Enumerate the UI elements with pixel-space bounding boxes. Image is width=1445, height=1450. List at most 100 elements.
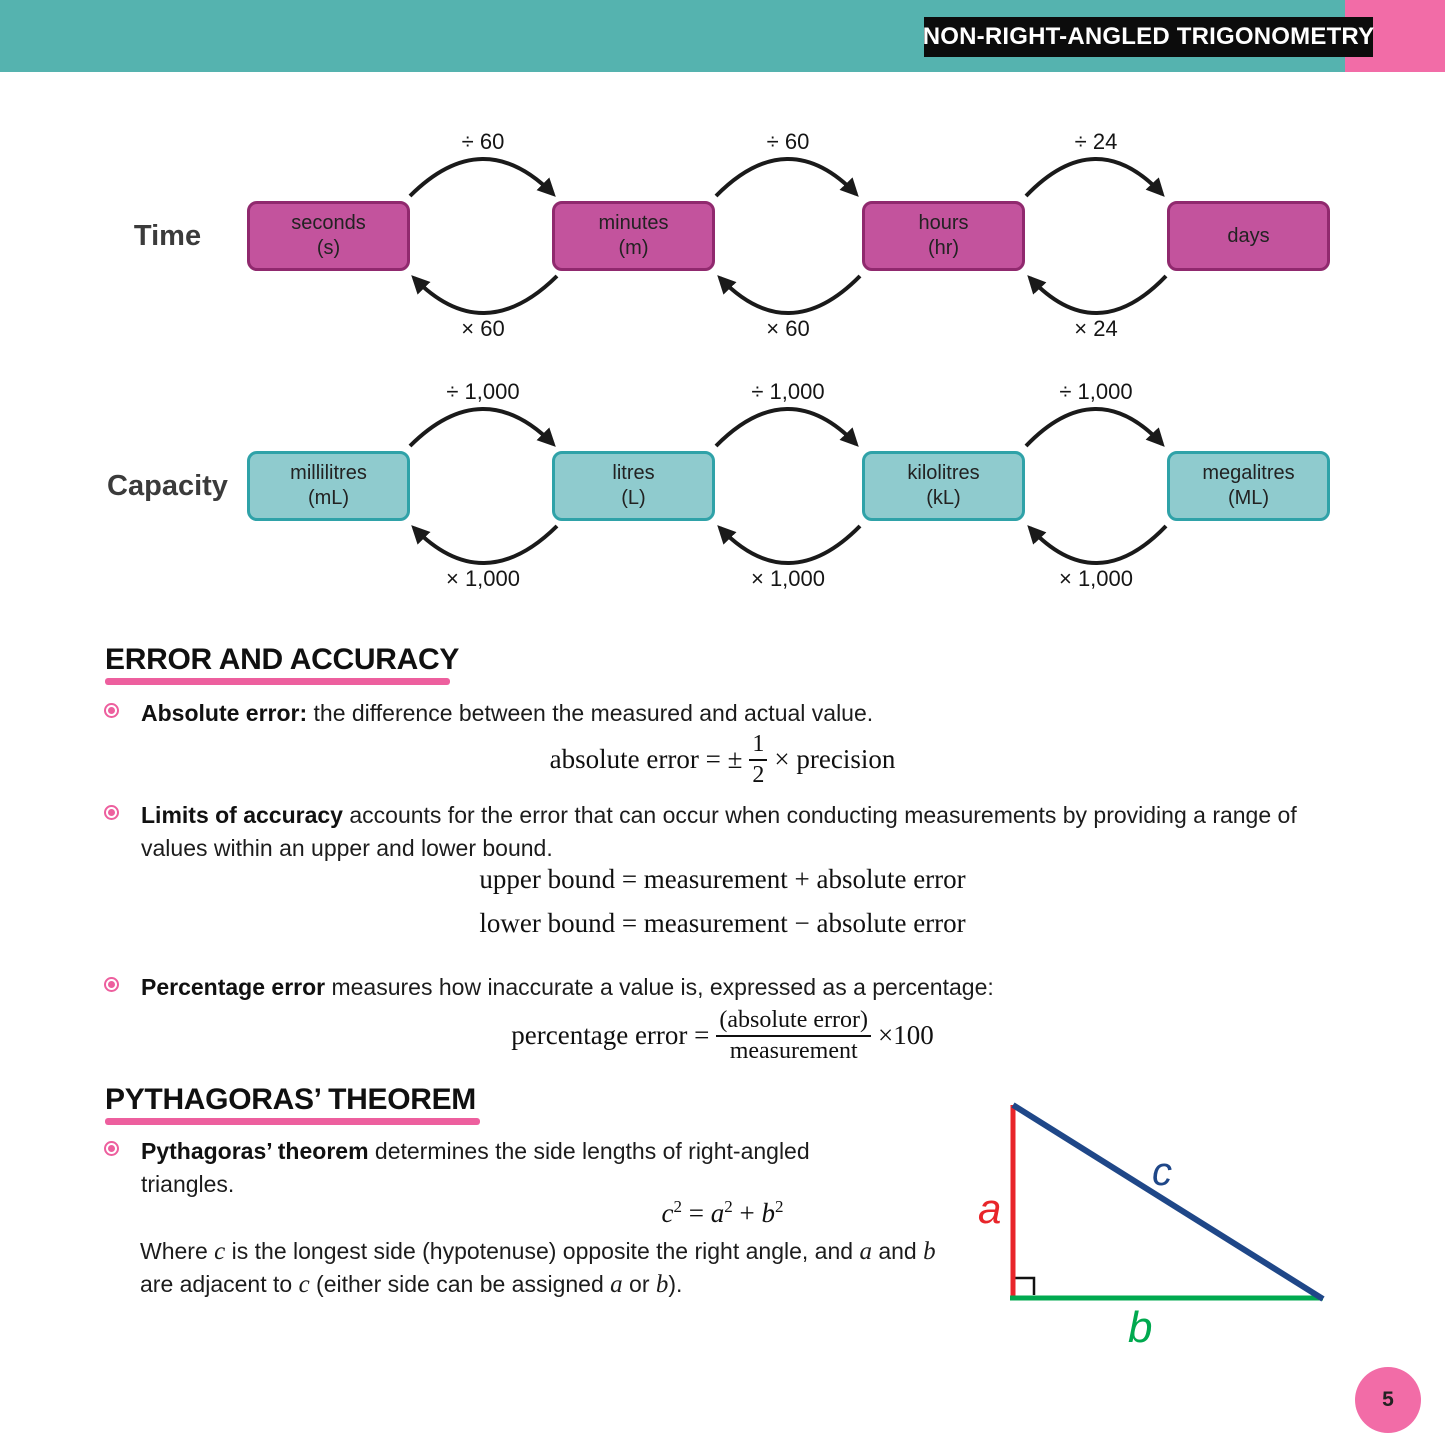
unit-box-symbol: (hr) <box>927 237 960 259</box>
text: Where <box>140 1238 215 1264</box>
bullet-pythagoras: Pythagoras’ theorem determines the side … <box>141 1135 891 1201</box>
formula-var: c <box>661 1198 674 1228</box>
fraction-numerator: 1 <box>752 731 765 757</box>
side-c-line <box>1011 1102 1325 1302</box>
math-var-c: c <box>298 1271 310 1298</box>
right-triangle-diagram <box>1010 1102 1325 1302</box>
lower-bound-formula: lower bound = measurement − absolute err… <box>479 908 966 938</box>
bullet-text: measures how inaccurate a value is, expr… <box>325 974 994 1000</box>
math-var-b: b <box>655 1271 669 1298</box>
page-number-badge: 5 <box>1355 1367 1421 1433</box>
conversion-arrows <box>408 157 1168 565</box>
divide-label: ÷ 1,000 <box>1059 379 1133 404</box>
pythagoras-formula: c2 = a2 + b2 <box>105 1197 1340 1229</box>
divide-label: ÷ 1,000 <box>751 379 825 404</box>
fraction-denominator: measurement <box>729 1037 858 1064</box>
unit-box-label: kilolitres <box>907 462 980 484</box>
unit-box-hours: hours (hr) <box>862 201 1025 271</box>
formula-exp: 2 <box>724 1197 733 1216</box>
math-var-c: c <box>214 1238 226 1265</box>
unit-box-litres: litres (L) <box>552 451 715 521</box>
divide-label: ÷ 60 <box>461 129 505 154</box>
bullet-percentage-error: Percentage error measures how inaccurate… <box>141 971 1341 1004</box>
unit-box-symbol: (kL) <box>926 487 961 509</box>
multiply-label: × 1,000 <box>445 566 520 591</box>
formula-var: a <box>710 1198 725 1228</box>
bullet-text: accounts for the error that can occur wh… <box>141 802 1297 861</box>
divide-label: ÷ 24 <box>1074 129 1118 154</box>
formula-exp: 2 <box>774 1197 784 1216</box>
unit-box-label: megalitres <box>1202 462 1295 484</box>
unit-box-label: seconds <box>291 212 366 234</box>
text: are adjacent to <box>140 1271 299 1297</box>
unit-box-symbol: (ML) <box>1227 487 1270 509</box>
heading-underline <box>105 678 450 685</box>
bullet-text: the difference between the measured and … <box>307 700 874 726</box>
math-var-b: b <box>923 1238 936 1265</box>
triangle-label-b: b <box>1128 1303 1153 1352</box>
formula-rhs: × precision <box>774 744 896 775</box>
pythagoras-explanation: Where c is the longest side (hypotenuse)… <box>140 1235 960 1301</box>
row-label-time: Time <box>133 219 202 252</box>
triangle-label-c: c <box>1152 1150 1172 1194</box>
unit-box-symbol: (m) <box>618 237 649 259</box>
bullet-limits-of-accuracy: Limits of accuracy accounts for the erro… <box>141 799 1316 865</box>
fraction: 1 2 <box>749 731 768 788</box>
bullet-icon <box>104 805 119 820</box>
unit-box-symbol: (L) <box>621 487 646 509</box>
formula-lhs: percentage error = <box>511 1020 710 1051</box>
fraction-numerator: (absolute error) <box>719 1007 868 1033</box>
unit-box-label: minutes <box>598 212 669 234</box>
bullet-lead-in: Percentage error <box>141 974 326 1000</box>
fraction-bar <box>749 759 768 761</box>
unit-box-seconds: seconds (s) <box>247 201 410 271</box>
bullet-lead-in: Limits of accuracy <box>141 802 343 828</box>
bullet-lead-in: Pythagoras’ theorem <box>141 1138 369 1164</box>
text: and <box>871 1238 924 1264</box>
math-var-a: a <box>859 1238 872 1265</box>
bullet-icon <box>104 703 119 718</box>
section-heading-error-accuracy: ERROR AND ACCURACY <box>105 643 460 676</box>
upper-bound-formula: upper bound = measurement + absolute err… <box>479 864 966 894</box>
absolute-error-formula: absolute error = ± 1 2 × precision <box>105 731 1340 788</box>
right-angle-mark <box>1015 1276 1036 1295</box>
unit-box-symbol: (s) <box>316 237 341 259</box>
row-label-capacity: Capacity <box>107 469 228 502</box>
text: (either side can be assigned <box>309 1271 611 1297</box>
unit-box-kilolitres: kilolitres (kL) <box>862 451 1025 521</box>
text: is the longest side (hypotenuse) opposit… <box>225 1238 860 1264</box>
formula-var: b <box>761 1198 775 1228</box>
unit-box-minutes: minutes (m) <box>552 201 715 271</box>
bullet-text: determines the side lengths of right-ang… <box>141 1138 810 1197</box>
page-banner: NON-RIGHT-ANGLED TRIGONOMETRY <box>922 17 1375 57</box>
section-heading-pythagoras: PYTHAGORAS’ THEOREM <box>105 1083 476 1116</box>
formula-lhs: absolute error = ± <box>549 744 743 775</box>
triangle-label-a: a <box>978 1185 1002 1232</box>
divide-label: ÷ 60 <box>766 129 810 154</box>
divide-label: ÷ 1,000 <box>446 379 520 404</box>
unit-box-label: days <box>1227 224 1270 247</box>
formula-op: = <box>688 1198 704 1228</box>
unit-box-label: litres <box>612 462 655 484</box>
formula-rhs: ×100 <box>877 1020 934 1051</box>
unit-box-megalitres: megalitres (ML) <box>1167 451 1330 521</box>
bullet-icon <box>104 977 119 992</box>
fraction-bar <box>716 1035 871 1037</box>
multiply-label: × 60 <box>461 316 505 341</box>
formula-op: + <box>739 1198 755 1228</box>
unit-box-label: hours <box>918 212 969 234</box>
fraction-denominator: 2 <box>752 761 765 788</box>
unit-box-label: millilitres <box>290 462 367 484</box>
text: or <box>622 1271 656 1297</box>
text: ). <box>668 1271 683 1297</box>
formula-exp: 2 <box>673 1197 683 1216</box>
bullet-absolute-error: Absolute error: the difference between t… <box>141 697 1341 730</box>
percentage-error-formula: percentage error = (absolute error) meas… <box>105 1007 1340 1064</box>
multiply-label: × 1,000 <box>750 566 825 591</box>
multiply-label: × 60 <box>766 316 810 341</box>
unit-box-symbol: (mL) <box>307 487 350 509</box>
heading-underline <box>105 1118 480 1125</box>
page-banner-title: NON-RIGHT-ANGLED TRIGONOMETRY <box>922 23 1375 50</box>
bullet-icon <box>104 1141 119 1156</box>
unit-box-millilitres: millilitres (mL) <box>247 451 410 521</box>
